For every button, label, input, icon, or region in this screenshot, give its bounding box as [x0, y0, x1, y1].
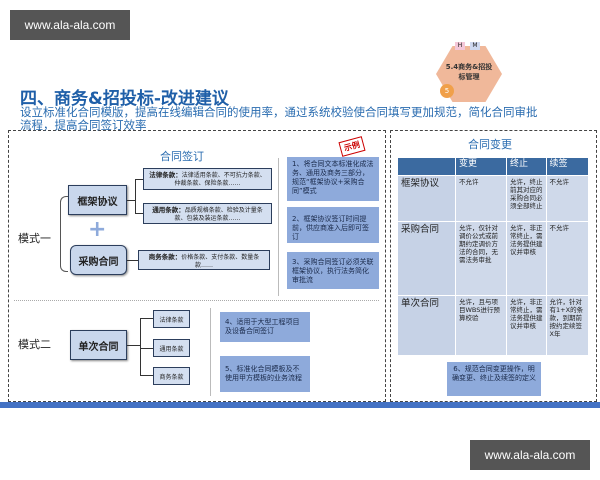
note-1: 1、将合同文本标准化成法务、通用及商务三部分，规范“框架协议+采购合同”模式 [287, 157, 379, 201]
purchase-box: 采购合同 [70, 245, 127, 275]
badge-tag-m: M [470, 42, 480, 50]
general-clause-box: 通用条款：品质规格条款、检验及计量条款、包装及装运条款…… [143, 203, 272, 224]
framework-box: 框架协议 [68, 185, 127, 215]
note-5: 5、标准化合同模板及不使用甲方模板的业务流程 [220, 356, 310, 392]
mode2-label: 模式二 [18, 338, 51, 351]
single-box: 单次合同 [70, 330, 127, 360]
note-3: 3、采购合同签订必须关联框架协议，执行法务简化审批流 [287, 252, 379, 289]
change-table: 变更终止续签 框架协议不允许允许，终止前其对应的采购合同必须全部终止不允许 采购… [397, 157, 590, 356]
right-panel [390, 130, 597, 402]
mode1-label: 模式一 [18, 232, 51, 245]
left-panel [8, 130, 386, 402]
commercial-clause-box: 商务条款：价格条款、支付条款、数量条款…… [138, 250, 270, 270]
table-row: 单次合同允许，且与项目WBS进行预算校验允许，非正常终止，需法务提供建议并审核允… [397, 295, 590, 356]
change-heading: 合同变更 [468, 138, 512, 151]
signing-heading: 合同签订 [160, 150, 204, 163]
general-clause-small: 通用条款 [153, 339, 190, 357]
plus-icon: + [88, 217, 107, 242]
badge-label: 5.4商务&招投标管理 [445, 63, 493, 81]
table-header: 变更终止续签 [397, 157, 590, 176]
page-title: 四、商务&招投标-改进建议 [20, 89, 229, 109]
legal-clause-box: 法律条款：法律适用条款、不可抗力条款、仲裁条款、保险条款…… [143, 168, 272, 190]
watermark-bottom: www.ala-ala.com [470, 440, 590, 470]
bottom-bar [0, 402, 600, 408]
watermark-top: www.ala-ala.com [10, 10, 130, 40]
note-6: 6、规范合同变更操作，明确变更、终止及续签的定义 [447, 362, 541, 396]
commercial-clause-small: 商务条款 [153, 367, 190, 385]
table-row: 采购合同允许，仅针对调价公式或前期约定调价方法的合同，无需法务审批允许，非正常终… [397, 221, 590, 296]
brace [60, 196, 68, 272]
page-subtitle: 设立标准化合同模版，提高在线编辑合同的使用率，通过系统校验使合同填写更加规范，简… [20, 105, 538, 132]
badge-number: 5 [440, 84, 454, 98]
legal-clause-small: 法律条款 [153, 310, 190, 328]
badge-tag-h: H [455, 42, 465, 50]
table-row: 框架协议不允许允许，终止前其对应的采购合同必须全部终止不允许 [397, 175, 590, 222]
note-4: 4、适用于大型工程项目及设备合同签订 [220, 312, 310, 342]
note-2: 2、框架协议签订时间提前，供应商准入后即可签订 [287, 207, 379, 243]
